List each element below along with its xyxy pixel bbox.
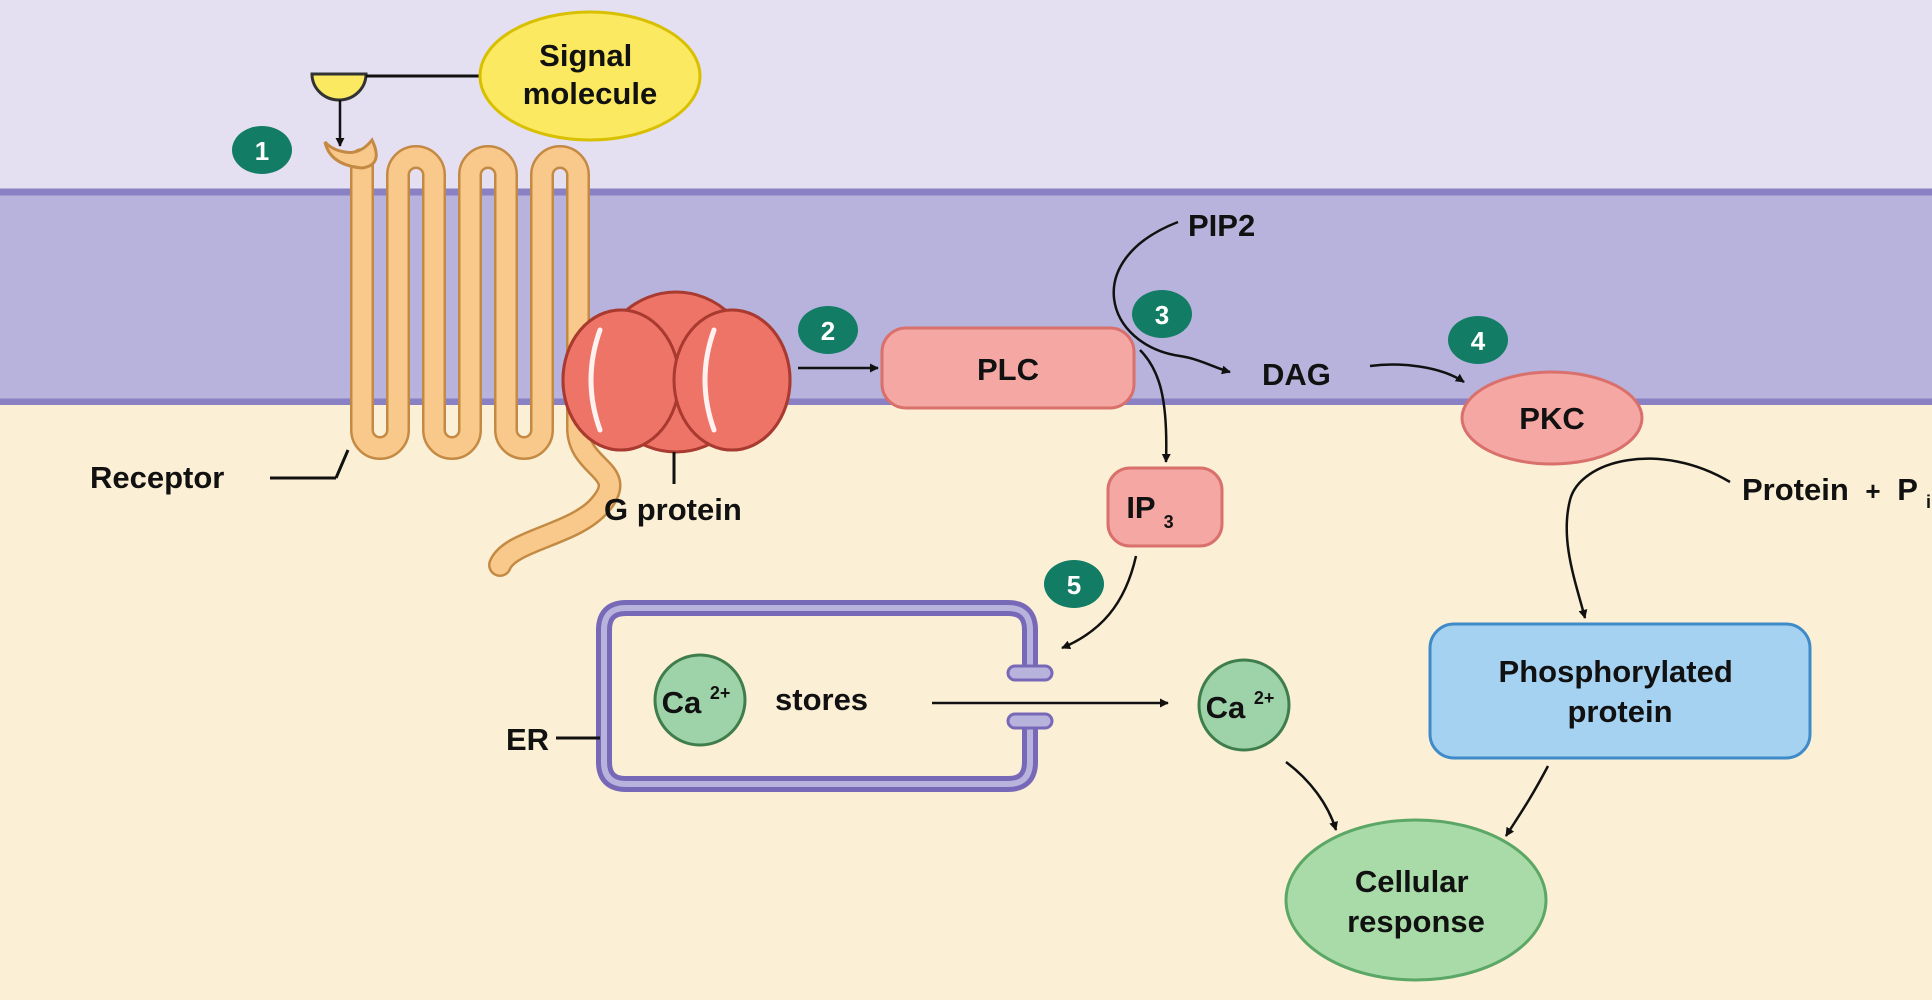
dag-label: DAG xyxy=(1262,357,1331,392)
cellular-response-node xyxy=(1284,818,1548,982)
step-1-badge: 1 xyxy=(232,126,292,174)
signal-molecule-label-line2: molecule xyxy=(523,76,657,111)
er-label: ER xyxy=(506,722,549,757)
g-protein xyxy=(561,290,792,454)
signal-molecule-label-line1: Signal xyxy=(539,38,632,73)
phosphoprotein-to-response-arrow xyxy=(1504,765,1550,837)
pkc-phosphorylation-arrow xyxy=(1565,457,1731,619)
calcium-store-base: Ca xyxy=(662,685,702,720)
phosphorylated-protein-label-line1: Phosphorylated xyxy=(1499,654,1733,689)
plc-label: PLC xyxy=(977,352,1039,387)
calcium-released xyxy=(1197,658,1291,752)
plc-enzyme xyxy=(880,326,1136,410)
calcium-store-superscript: 2+ xyxy=(710,683,731,703)
extracellular-space xyxy=(0,0,1932,192)
protein-pi-label: Protein + P i xyxy=(1742,472,1931,512)
ip3-molecule xyxy=(1106,466,1224,548)
step-4-number: 4 xyxy=(1471,326,1486,356)
calcium-released-label: Ca 2+ xyxy=(1206,688,1275,725)
step-2-number: 2 xyxy=(821,316,835,346)
calcium-in-store xyxy=(653,653,747,747)
step-1-number: 1 xyxy=(255,136,269,166)
step-3-badge: 3 xyxy=(1132,290,1192,338)
signal-molecule-shape xyxy=(310,72,368,102)
ip3-label: IP 3 xyxy=(1126,490,1173,532)
cellular-response-label-line1: Cellular xyxy=(1355,864,1469,899)
g-protein-label: G protein xyxy=(604,492,742,527)
step-3-number: 3 xyxy=(1155,300,1169,330)
ip3-base: IP xyxy=(1126,490,1155,525)
step-4-badge: 4 xyxy=(1448,316,1508,364)
protein-label: Protein xyxy=(1742,472,1849,507)
pip2-to-dag-arrow xyxy=(1112,220,1231,375)
calcium-store-label: Ca 2+ xyxy=(662,683,731,720)
stores-label: stores xyxy=(775,682,868,717)
pkc-label: PKC xyxy=(1519,401,1584,436)
phosphorylated-protein-box xyxy=(1428,622,1812,760)
calcium-released-superscript: 2+ xyxy=(1254,688,1275,708)
signal-molecule-label-bubble xyxy=(478,10,702,142)
ip3-subscript: 3 xyxy=(1164,512,1174,532)
phosphate-label: P xyxy=(1897,472,1917,507)
receptor-leader-drop xyxy=(334,449,350,479)
calcium-to-response-arrow xyxy=(1285,761,1338,831)
step-5-badge: 5 xyxy=(1044,560,1104,608)
phosphorylated-protein-label-line2: protein xyxy=(1567,694,1672,729)
step-5-number: 5 xyxy=(1067,570,1081,600)
svg-text:Phosphorylated protein: Phosphorylated protein xyxy=(1499,654,1742,729)
receptor-protein-fill xyxy=(352,147,619,575)
endoplasmic-reticulum xyxy=(596,600,1054,792)
svg-text:Cellular response: Cellular response xyxy=(1347,864,1485,939)
phosphate-subscript: i xyxy=(1926,492,1931,512)
pkc-enzyme xyxy=(1460,370,1644,466)
svg-text:Signal molecule: Signal molecule xyxy=(523,38,657,111)
pip2-to-ip3-arrow xyxy=(1139,349,1171,463)
calcium-released-base: Ca xyxy=(1206,690,1246,725)
receptor-label: Receptor xyxy=(90,460,224,495)
receptor-binding-site xyxy=(323,137,378,170)
pip2-label: PIP2 xyxy=(1188,208,1255,243)
step-2-badge: 2 xyxy=(798,306,858,354)
cellular-response-label-line2: response xyxy=(1347,904,1485,939)
ip3-to-er-arrow xyxy=(1061,555,1138,650)
plus-sign: + xyxy=(1865,476,1880,506)
dag-to-pkc-arrow xyxy=(1369,363,1465,384)
